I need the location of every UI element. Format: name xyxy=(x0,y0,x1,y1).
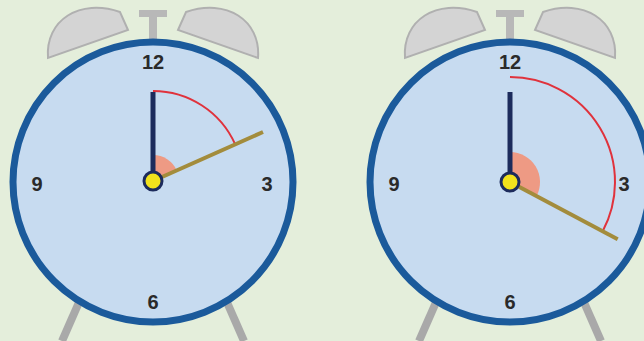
clock-number: 12 xyxy=(142,52,164,72)
clock-stem xyxy=(506,14,514,42)
clock-face xyxy=(13,42,293,322)
hand-pivot xyxy=(144,172,162,190)
left-clock xyxy=(13,8,293,341)
hand xyxy=(153,132,263,181)
clock-leg xyxy=(583,300,601,341)
hand xyxy=(510,182,618,239)
hand xyxy=(151,92,156,181)
right-clock xyxy=(370,8,644,341)
clock-leg xyxy=(226,300,244,341)
clock-stem xyxy=(496,10,524,17)
clock-leg xyxy=(419,300,437,341)
hand xyxy=(508,92,513,182)
clock-stem xyxy=(149,14,157,42)
clock-leg xyxy=(62,300,80,341)
clock-number: 3 xyxy=(261,174,272,194)
angle-arc xyxy=(153,91,235,144)
clock-number: 9 xyxy=(388,174,399,194)
hand-pivot xyxy=(501,173,519,191)
clock-number: 12 xyxy=(499,52,521,72)
clock-face xyxy=(370,42,644,322)
clock-number: 3 xyxy=(618,174,629,194)
clock-number: 6 xyxy=(147,292,158,312)
clock-number: 6 xyxy=(504,292,515,312)
clock-stem xyxy=(139,10,167,17)
clock-number: 9 xyxy=(31,174,42,194)
